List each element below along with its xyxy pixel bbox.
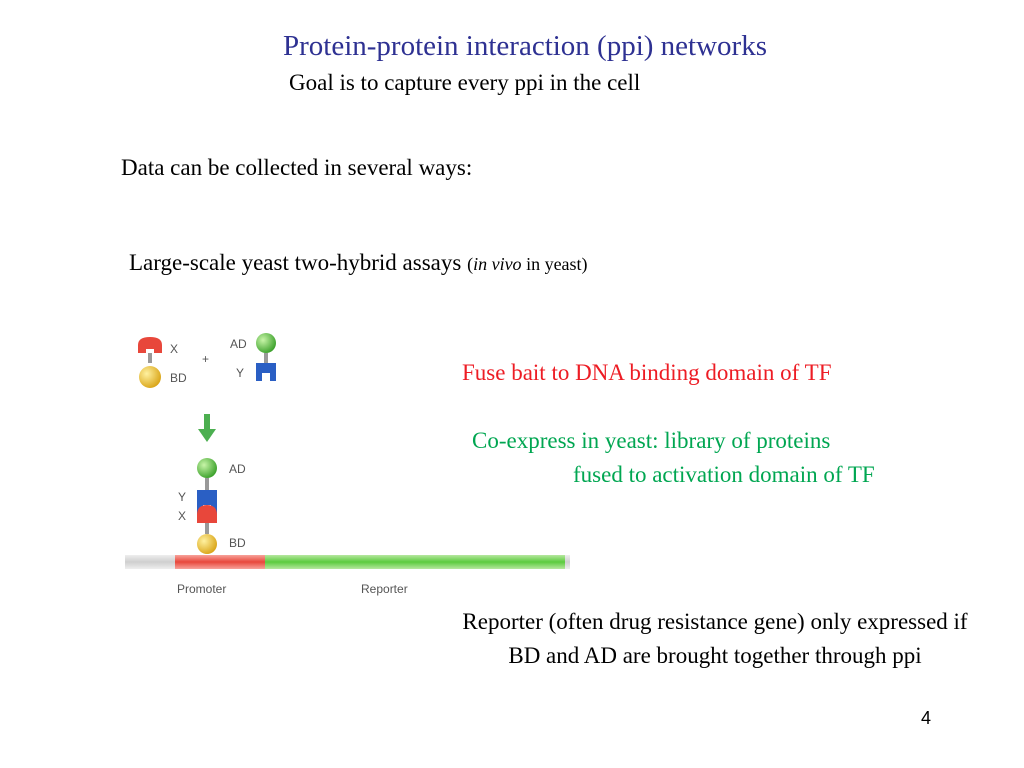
reporter-explanation: Reporter (often drug resistance gene) on… [462, 609, 968, 668]
page-number: 4 [921, 708, 932, 728]
bd-label: BD [170, 371, 187, 385]
x-label: X [170, 342, 178, 356]
step-coexpress-line1: Co-express in yeast: library of proteins [472, 428, 831, 453]
y-label-bound: Y [178, 490, 186, 504]
ad-domain-ball-bound [197, 458, 217, 478]
bd-domain-ball [139, 366, 161, 388]
bait-x-protein-bound [197, 505, 217, 523]
bd-domain-ball-bound [197, 534, 217, 554]
method-paren-italic: in vivo [473, 254, 522, 274]
promoter-region [175, 555, 265, 569]
intro-text: Data can be collected in several ways: [121, 155, 473, 180]
promoter-label: Promoter [177, 582, 226, 596]
reporter-label: Reporter [361, 582, 408, 596]
method-line: Large-scale yeast two-hybrid assays (in … [129, 250, 588, 276]
reporter-gene-region [265, 555, 565, 569]
method-main-text: Large-scale yeast two-hybrid assays [129, 250, 468, 275]
plus-sign: + [202, 352, 209, 366]
bd-label-bound: BD [229, 536, 246, 550]
down-arrow-icon [198, 414, 216, 442]
step-fuse-bait: Fuse bait to DNA binding domain of TF [462, 360, 832, 385]
yeast-two-hybrid-diagram: X BD + AD Y AD Y X BD Promoter Reporter [125, 333, 570, 596]
bait-x-protein [138, 337, 162, 363]
ad-label-bound: AD [229, 462, 246, 476]
ad-domain-ball [256, 333, 276, 353]
ad-label: AD [230, 337, 247, 351]
method-paren-rest: in yeast) [521, 254, 588, 274]
slide-subtitle: Goal is to capture every ppi in the cell [289, 70, 641, 95]
y-label: Y [236, 366, 244, 380]
prey-y-protein [256, 363, 276, 381]
slide-title: Protein-protein interaction (ppi) networ… [282, 30, 767, 62]
x-label-bound: X [178, 509, 186, 523]
method-paren-open: ( [467, 254, 474, 274]
step-coexpress-line2: fused to activation domain of TF [573, 462, 875, 487]
